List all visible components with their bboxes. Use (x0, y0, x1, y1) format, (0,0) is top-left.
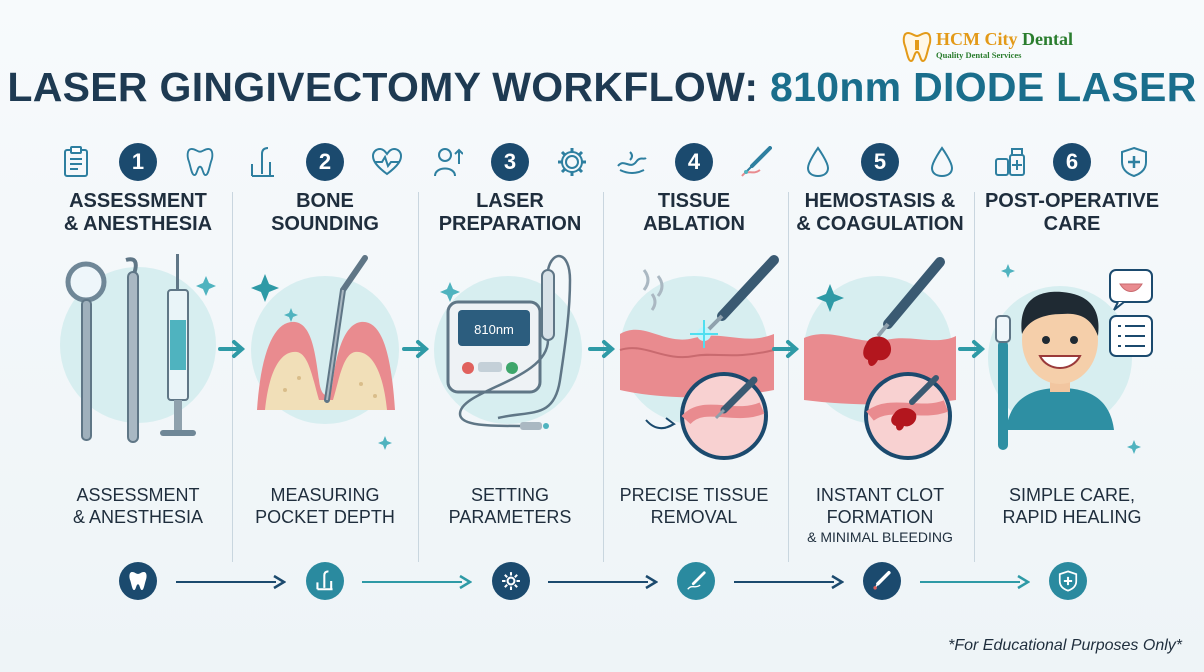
clipboard-icon (60, 146, 92, 178)
step-number: 1 (119, 143, 157, 181)
bottom-flow-row (0, 562, 1204, 604)
patient-illustration (982, 250, 1162, 460)
step-caption: ASSESSMENT& ANESTHESIA (72, 485, 204, 527)
shield-plus-icon (1118, 146, 1150, 178)
column-divider (788, 192, 789, 562)
flow-line (920, 581, 1020, 583)
laser-tip-icon (677, 562, 715, 600)
arrow-head-icon (645, 574, 658, 590)
title-accent: 810nm DIODE LASER (758, 64, 1197, 110)
coagulation-illustration (790, 250, 970, 460)
step-number: 6 (1053, 143, 1091, 181)
shield-plus-icon (1049, 562, 1087, 600)
flow-line (362, 581, 462, 583)
arrow-head-icon (459, 574, 472, 590)
tooth-icon (184, 146, 216, 178)
probe-icon (306, 562, 344, 600)
footnote: *For Educational Purposes Only* (948, 637, 1182, 654)
flow-line (548, 581, 648, 583)
laser-device-label: 810nm (474, 322, 514, 337)
column-divider (603, 192, 604, 562)
step-number: 4 (675, 143, 713, 181)
column-divider (974, 192, 975, 562)
medicine-icon (994, 146, 1026, 178)
arrow-head-icon (273, 574, 286, 590)
page-title: LASER GINGIVECTOMY WORKFLOW: 810nm DIODE… (0, 64, 1204, 111)
step-1: 1 ASSESSMENT& ANESTHESIA ASSESSMENT& ANE… (48, 140, 228, 550)
step-title: ASSESSMENT& ANESTHESIA (63, 190, 213, 235)
brand-name-city: City (980, 29, 1018, 49)
tooth-logo-icon (902, 31, 932, 63)
arrow-right-icon (402, 340, 430, 358)
bone-sounding-illustration (235, 250, 415, 460)
flow-line (734, 581, 834, 583)
arrow-right-icon (218, 340, 246, 358)
step-number: 3 (491, 143, 529, 181)
heartbeat-icon (371, 146, 403, 178)
gear-icon (556, 146, 588, 178)
brand-logo: HCM City Dental Quality Dental Services (902, 30, 1092, 70)
clinician-icon (432, 146, 464, 178)
instruments-illustration (48, 250, 228, 460)
step-number: 5 (861, 143, 899, 181)
arrow-right-icon (588, 340, 616, 358)
tooth-icon (119, 562, 157, 600)
gum-icon (616, 146, 648, 178)
arrow-head-icon (831, 574, 844, 590)
tissue-ablation-illustration (604, 250, 784, 460)
probe-icon (247, 146, 279, 178)
drop-icon (926, 146, 958, 178)
column-divider (418, 192, 419, 562)
gear-icon (492, 562, 530, 600)
arrow-head-icon (1017, 574, 1030, 590)
arrow-right-icon (772, 340, 800, 358)
laser-tip-icon (740, 146, 772, 178)
step-caption: SIMPLE CARE,RAPID HEALING (1002, 485, 1142, 527)
flow-line (176, 581, 276, 583)
brand-tagline: Quality Dental Services (936, 50, 1022, 60)
column-divider (232, 192, 233, 562)
laser-device-illustration: 810nm (420, 250, 600, 460)
title-main: LASER GINGIVECTOMY WORKFLOW: (7, 64, 759, 110)
laser-pen-icon (863, 562, 901, 600)
step-5: 5 HEMOSTASIS && COAGULATION INSTANT CLOT… (790, 140, 970, 550)
step-number: 2 (306, 143, 344, 181)
step-title: HEMOSTASIS && COAGULATION (796, 190, 964, 235)
drop-icon (802, 146, 834, 178)
brand-name-first: HCM (936, 29, 980, 49)
brand-name-last: Dental (1017, 29, 1073, 49)
arrow-right-icon (958, 340, 986, 358)
